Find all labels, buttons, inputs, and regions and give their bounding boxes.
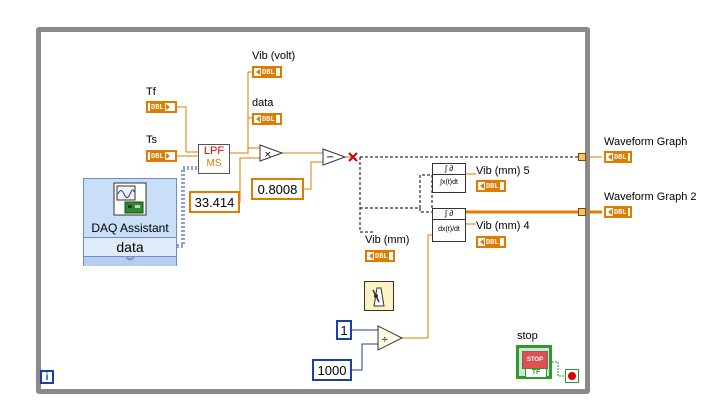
stop-button[interactable]: STOP TF	[516, 345, 552, 379]
output-tunnel-2	[578, 208, 586, 216]
lpf-filter-vi[interactable]: LPF MS	[198, 144, 230, 174]
stop-tf-tag: TF	[525, 368, 547, 378]
arrow-right-icon	[480, 183, 484, 189]
dbl-tag: DBL	[150, 152, 165, 160]
while-loop[interactable]	[36, 27, 590, 394]
waveform-graph-label: Waveform Graph	[604, 136, 688, 148]
daq-data-output[interactable]: data	[84, 237, 176, 256]
derivative-icon: ∫ ∂	[433, 209, 465, 220]
iteration-terminal: i	[40, 370, 54, 384]
constant-33-414[interactable]: 33.414	[189, 191, 240, 213]
dbl-tag: DBL	[485, 238, 500, 246]
arrow-right-icon	[480, 239, 484, 245]
lpf-label: LPF	[203, 145, 225, 157]
stop-if-true-icon	[568, 372, 576, 380]
dbl-tag: DBL	[261, 115, 276, 123]
dbl-tag: DBL	[613, 153, 628, 161]
data-indicator[interactable]: DBL	[252, 113, 282, 125]
vib-volt-label: Vib (volt)	[252, 50, 296, 62]
vib-mm-indicator[interactable]: DBL	[365, 250, 395, 262]
integral-vi[interactable]: ∫ ∂ ∫x(t)dt	[432, 163, 466, 193]
arrow-right-icon	[256, 116, 260, 122]
stop-face: STOP	[522, 351, 548, 369]
tf-label: Tf	[146, 86, 156, 98]
arrow-right-icon	[165, 104, 170, 110]
svg-text:÷: ÷	[381, 335, 389, 345]
constant-0-8008[interactable]: 0.8008	[251, 178, 304, 200]
constant-1000[interactable]: 1000	[312, 359, 352, 381]
dbl-tag: DBL	[374, 252, 389, 260]
daq-device-icon	[113, 182, 147, 216]
lpf-ms-label: MS	[206, 158, 222, 169]
ts-label: Ts	[146, 134, 157, 146]
daq-title: DAQ Assistant	[91, 221, 169, 235]
waveform-graph-2-label: Waveform Graph 2	[604, 191, 697, 203]
svg-text:×: ×	[264, 150, 272, 160]
dbl-tag: DBL	[261, 68, 276, 76]
svg-text:−: −	[326, 152, 334, 163]
vib-volt-indicator[interactable]: DBL	[252, 66, 282, 78]
vib-mm-label: Vib (mm)	[365, 234, 410, 246]
vib-mm5-label: Vib (mm) 5	[476, 165, 530, 177]
wait-timer-vi[interactable]	[364, 281, 394, 311]
dbl-tag: DBL	[150, 103, 165, 111]
tf-control[interactable]: DBL	[146, 101, 177, 113]
arrow-right-icon	[608, 209, 612, 215]
integral-label: ∫x(t)dt	[440, 179, 458, 186]
dbl-tag: DBL	[613, 208, 628, 216]
stop-label: stop	[517, 330, 538, 342]
loop-condition-terminal[interactable]	[565, 369, 579, 383]
integral-icon: ∫ ∂	[433, 164, 465, 175]
output-tunnel-1	[578, 153, 586, 161]
vib-mm4-indicator[interactable]: DBL	[476, 236, 506, 248]
constant-one[interactable]: 1	[336, 320, 352, 340]
waveform-graph-terminal[interactable]: DBL	[604, 151, 632, 163]
arrow-right-icon	[256, 69, 260, 75]
derivative-vi[interactable]: ∫ ∂ dx(t)/dt	[432, 208, 466, 242]
metronome-icon	[372, 287, 385, 307]
chevron-down-icon[interactable]: ︾	[84, 256, 176, 266]
arrow-right-icon	[608, 154, 612, 160]
derivative-label: dx(t)/dt	[438, 226, 460, 233]
vib-mm4-label: Vib (mm) 4	[476, 220, 530, 232]
broken-wire-icon	[348, 152, 358, 162]
data-label: data	[252, 97, 274, 109]
vib-mm5-indicator[interactable]: DBL	[476, 180, 506, 192]
dbl-tag: DBL	[485, 182, 500, 190]
ts-control[interactable]: DBL	[146, 150, 177, 162]
arrow-right-icon	[165, 153, 170, 159]
arrow-right-icon	[369, 253, 373, 259]
waveform-graph-2-terminal[interactable]: DBL	[604, 206, 632, 218]
daq-assistant[interactable]: DAQ Assistant data ︾	[83, 178, 177, 266]
